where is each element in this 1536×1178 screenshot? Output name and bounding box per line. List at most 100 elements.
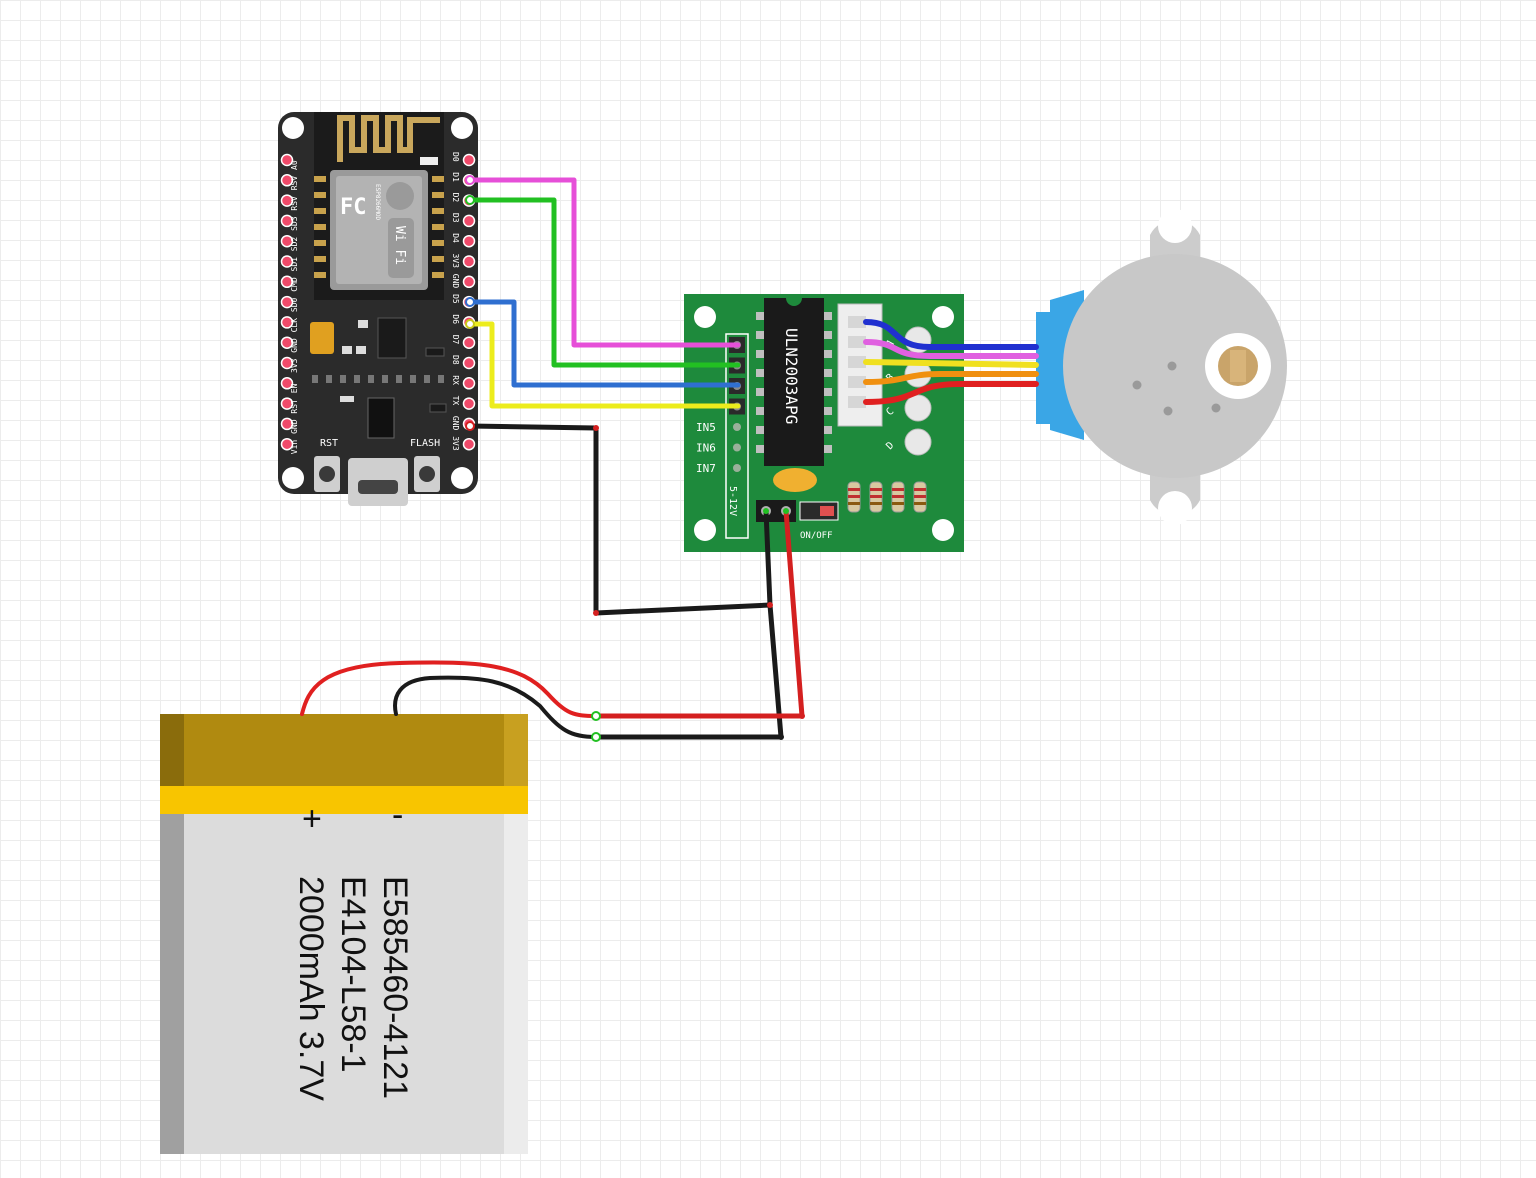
pin-label: D0 <box>451 152 460 162</box>
chip-leg <box>824 369 832 377</box>
led-indicator <box>420 157 438 165</box>
small-component <box>340 396 354 402</box>
pin-rsv[interactable] <box>280 174 294 187</box>
mount-hole <box>282 117 304 139</box>
module-marking: ESP8266MOD <box>374 184 381 221</box>
pin-cmd[interactable] <box>280 275 294 289</box>
wire-d1-in1 <box>467 177 741 348</box>
mount-hole <box>694 519 716 541</box>
battery-band <box>160 786 528 814</box>
module-pads <box>314 176 444 278</box>
chip-notch <box>786 298 802 306</box>
motor-wires <box>863 319 1039 405</box>
pin-3v3[interactable] <box>280 356 294 370</box>
chip-leg <box>824 331 832 339</box>
motor-rivet <box>1132 380 1142 390</box>
switch-slider <box>820 506 834 516</box>
input-pin-in7[interactable] <box>733 464 741 472</box>
pin-vin[interactable] <box>280 437 294 451</box>
motor-wire-orange <box>863 371 1039 385</box>
pin-d4[interactable] <box>462 234 476 248</box>
mount-hole <box>282 467 304 489</box>
rst-label: RST <box>320 438 338 449</box>
wire-driver-vcc <box>783 508 805 719</box>
pin-label: CMD <box>290 277 299 292</box>
motor-wire-red <box>863 381 1039 405</box>
connector-slots <box>848 316 866 408</box>
pin-rx[interactable] <box>462 377 476 390</box>
pin-3v3[interactable] <box>462 255 476 268</box>
chip-leg <box>824 426 832 434</box>
pin-3v3[interactable] <box>462 437 476 451</box>
chip-leg <box>756 331 764 339</box>
chip-leg <box>824 407 832 415</box>
pin-label: SD2 <box>290 237 299 252</box>
pin-sd1[interactable] <box>280 255 294 268</box>
motor-rivet <box>1163 406 1173 416</box>
wire-gnd-to-driver <box>467 423 773 616</box>
pin-rst[interactable] <box>280 397 294 410</box>
fc-logo: FC <box>340 195 367 220</box>
pin-d8[interactable] <box>462 356 476 370</box>
motor-rivet <box>1167 361 1177 371</box>
battery-minus-label: - <box>392 796 403 834</box>
wire-d2-in2 <box>467 197 741 368</box>
input-pin-in5[interactable] <box>733 423 741 431</box>
pin-gnd[interactable] <box>280 336 294 349</box>
chip-leg <box>756 369 764 377</box>
input-pin-in6[interactable] <box>733 443 741 452</box>
mount-hole <box>451 467 473 489</box>
pin-sd2[interactable] <box>280 234 294 248</box>
left-pin-header: A0RSVRSVSD3SD2SD1CMDSD0CLKGND3V3ENRSTGND… <box>280 153 299 454</box>
battery-line3: 2000mAh 3.7V <box>292 876 330 1101</box>
led-c <box>904 394 932 422</box>
pin-gnd[interactable] <box>462 275 476 289</box>
pin-a0[interactable] <box>280 153 294 167</box>
connection-wires <box>300 177 805 740</box>
flash-label: FLASH <box>410 438 440 449</box>
pin-label: D4 <box>451 233 460 243</box>
pin-label: D6 <box>451 314 460 324</box>
resistor-band <box>848 495 860 498</box>
mount-hole <box>451 117 473 139</box>
pin-rsv[interactable] <box>280 194 294 207</box>
battery-line2: E4104-L58-1 <box>334 876 372 1073</box>
smd <box>358 320 368 328</box>
wire-endpoints <box>465 175 805 742</box>
pin-label: CLK <box>290 318 299 333</box>
pin-gnd[interactable] <box>280 417 294 431</box>
battery-plus-label: + <box>302 800 322 838</box>
battery-tab-edge <box>160 714 184 786</box>
pin-label: GND <box>451 274 460 289</box>
pin-sd3[interactable] <box>280 214 294 228</box>
pin-label: GND <box>290 338 299 353</box>
motor-wire-yellow <box>863 359 1039 368</box>
pin-d3[interactable] <box>462 214 476 228</box>
motor-wire-blue <box>863 319 1039 350</box>
pin-d7[interactable] <box>462 336 476 349</box>
mount-hole <box>1158 491 1192 525</box>
battery-red-lead <box>300 660 598 718</box>
pin-clk[interactable] <box>280 316 294 329</box>
pin-en[interactable] <box>280 377 294 390</box>
led-d <box>904 428 932 456</box>
input-label: IN7 <box>696 462 716 475</box>
pin-sd0[interactable] <box>280 295 294 309</box>
power-label: 5-12V <box>727 486 738 516</box>
pin-d0[interactable] <box>462 153 476 167</box>
pin-tx[interactable] <box>462 397 476 410</box>
chip-leg <box>756 350 764 358</box>
smd <box>356 346 366 354</box>
chip-label: ULN2003APG <box>782 328 801 424</box>
resistor-band <box>892 488 904 491</box>
smd-row <box>312 375 444 383</box>
input-label: IN6 <box>696 442 716 455</box>
chip-leg <box>756 407 764 415</box>
mount-hole <box>1158 209 1192 243</box>
pin-label: 3V3 <box>451 436 460 451</box>
input-header-outline <box>725 333 749 539</box>
pin-label: D2 <box>451 193 460 203</box>
pin-label: RSV <box>290 196 299 211</box>
